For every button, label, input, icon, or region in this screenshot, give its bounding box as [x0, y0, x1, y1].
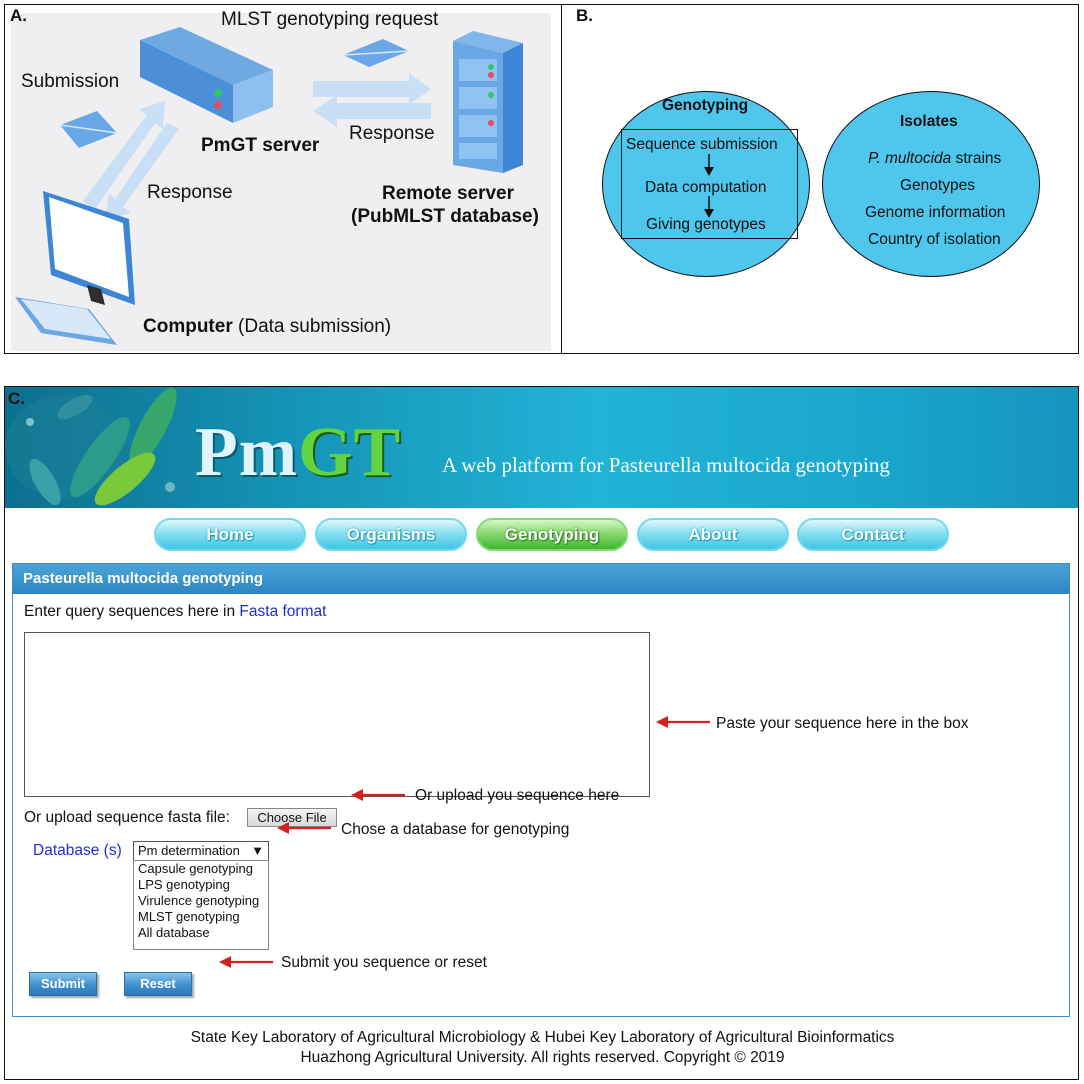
- genotyping-step-3: Giving genotypes: [646, 216, 766, 233]
- query-prefix: Enter query sequences here in: [24, 603, 236, 620]
- submit-button[interactable]: Submit: [29, 972, 97, 996]
- pmgt-logo: PmGT: [195, 413, 401, 493]
- site-banner: PmGT A web platform for Pasteurella mult…: [5, 387, 1078, 508]
- panel-b: B. Genotyping Sequence submission Data c…: [561, 4, 1079, 354]
- database-selected-value: Pm determination: [138, 843, 240, 858]
- panel-c: PmGT A web platform for Pasteurella mult…: [4, 386, 1079, 1080]
- nav-contact[interactable]: Contact: [797, 518, 949, 551]
- request-arrow: [313, 73, 431, 105]
- remote-server-label-2: (PubMLST database): [351, 206, 539, 227]
- annotation-database: Chose a database for genotyping: [341, 821, 570, 838]
- submission-label: Submission: [21, 71, 120, 92]
- genotyping-steps-box: [621, 129, 798, 239]
- database-select[interactable]: Pm determination ▼: [133, 841, 269, 861]
- computer-label: Computer (Data submission): [143, 316, 391, 338]
- annotation-arrow-submit: [219, 956, 273, 968]
- annotation-arrow-database: [277, 822, 331, 834]
- computer-label-bold: Computer: [143, 316, 233, 337]
- sequence-input[interactable]: [24, 632, 650, 797]
- isolates-species-rest: strains: [955, 150, 1002, 167]
- bacteria-illustration: [5, 387, 177, 506]
- panel-a-illustration: [15, 27, 523, 345]
- response-left-label: Response: [147, 182, 233, 203]
- genotyping-step-1: Sequence submission: [626, 136, 778, 153]
- reset-button[interactable]: Reset: [124, 972, 192, 996]
- isolates-title: Isolates: [900, 113, 958, 130]
- annotation-submit: Submit you sequence or reset: [281, 954, 487, 971]
- panel-c-letter: C.: [8, 389, 25, 408]
- annotation-arrow-upload: [351, 789, 405, 801]
- logo-gt: GT: [298, 414, 402, 491]
- pmgt-server-icon: [140, 27, 273, 123]
- dropdown-triangle-icon: ▼: [251, 843, 264, 858]
- computer-label-rest: (Data submission): [238, 316, 392, 337]
- pmgt-server-label: PmGT server: [201, 135, 320, 156]
- panel-b-letter: B.: [576, 6, 593, 25]
- footer-line-2: Huazhong Agricultural University. All ri…: [300, 1049, 785, 1066]
- isolates-species-italic: P. multocida: [868, 150, 952, 167]
- panel-a: A. MLST genotyping request Submission Pm…: [4, 4, 562, 354]
- database-option[interactable]: Capsule genotyping: [138, 861, 253, 876]
- annotation-paste: Paste your sequence here in the box: [716, 715, 969, 732]
- computer-icon: [15, 191, 135, 345]
- isolates-species: P. multocida strains: [868, 150, 1001, 168]
- step-arrow-2: [704, 196, 714, 218]
- request-label: MLST genotyping request: [221, 9, 439, 30]
- genotyping-step-2: Data computation: [645, 179, 767, 196]
- step-arrow-1: [704, 154, 714, 176]
- annotation-arrow-paste: [656, 716, 710, 728]
- remote-server-icon: [453, 31, 523, 173]
- logo-pm: Pm: [195, 414, 299, 491]
- nav-home[interactable]: Home: [154, 518, 306, 551]
- panel-a-letter: A.: [10, 6, 27, 25]
- site-tagline: A web platform for Pasteurella multocida…: [442, 453, 890, 477]
- submission-arrow-diagonal: [83, 101, 165, 209]
- envelope-request-icon: [342, 39, 410, 67]
- response-arrow-horizontal: [313, 95, 431, 127]
- isolates-item: Country of isolation: [868, 231, 1001, 248]
- database-options-list: Capsule genotyping LPS genotyping Virule…: [133, 860, 269, 950]
- remote-server-label-1: Remote server: [382, 183, 515, 204]
- nav-genotyping[interactable]: Genotyping: [476, 518, 628, 551]
- database-option[interactable]: All database: [138, 925, 210, 940]
- isolates-item: Genome information: [865, 204, 1006, 221]
- response-arrow-diagonal: [105, 123, 179, 219]
- isolates-item: Genotypes: [900, 177, 975, 194]
- database-label: Database (s): [33, 842, 122, 859]
- response-right-label: Response: [349, 123, 435, 144]
- nav-about[interactable]: About: [637, 518, 789, 551]
- annotation-upload: Or upload you sequence here: [415, 787, 620, 804]
- database-option[interactable]: MLST genotyping: [138, 909, 240, 924]
- footer-line-1: State Key Laboratory of Agricultural Mic…: [190, 1029, 895, 1046]
- fasta-format-link[interactable]: Fasta format: [239, 603, 327, 620]
- upload-label: Or upload sequence fasta file:: [24, 809, 230, 826]
- genotyping-title: Genotyping: [662, 97, 749, 114]
- genotyping-form-panel: Pasteurella multocida genotyping Enter q…: [12, 563, 1070, 1017]
- genotyping-ellipse: [602, 91, 810, 277]
- choose-file-button[interactable]: Choose File: [247, 808, 337, 827]
- database-option[interactable]: LPS genotyping: [138, 877, 230, 892]
- database-option[interactable]: Virulence genotyping: [138, 893, 260, 908]
- nav-organisms[interactable]: Organisms: [315, 518, 467, 551]
- query-instruction: Enter query sequences here in Fasta form…: [24, 603, 326, 621]
- isolates-ellipse: [822, 91, 1040, 277]
- envelope-submission-icon: [59, 111, 118, 148]
- form-panel-title: Pasteurella multocida genotyping: [13, 564, 1069, 594]
